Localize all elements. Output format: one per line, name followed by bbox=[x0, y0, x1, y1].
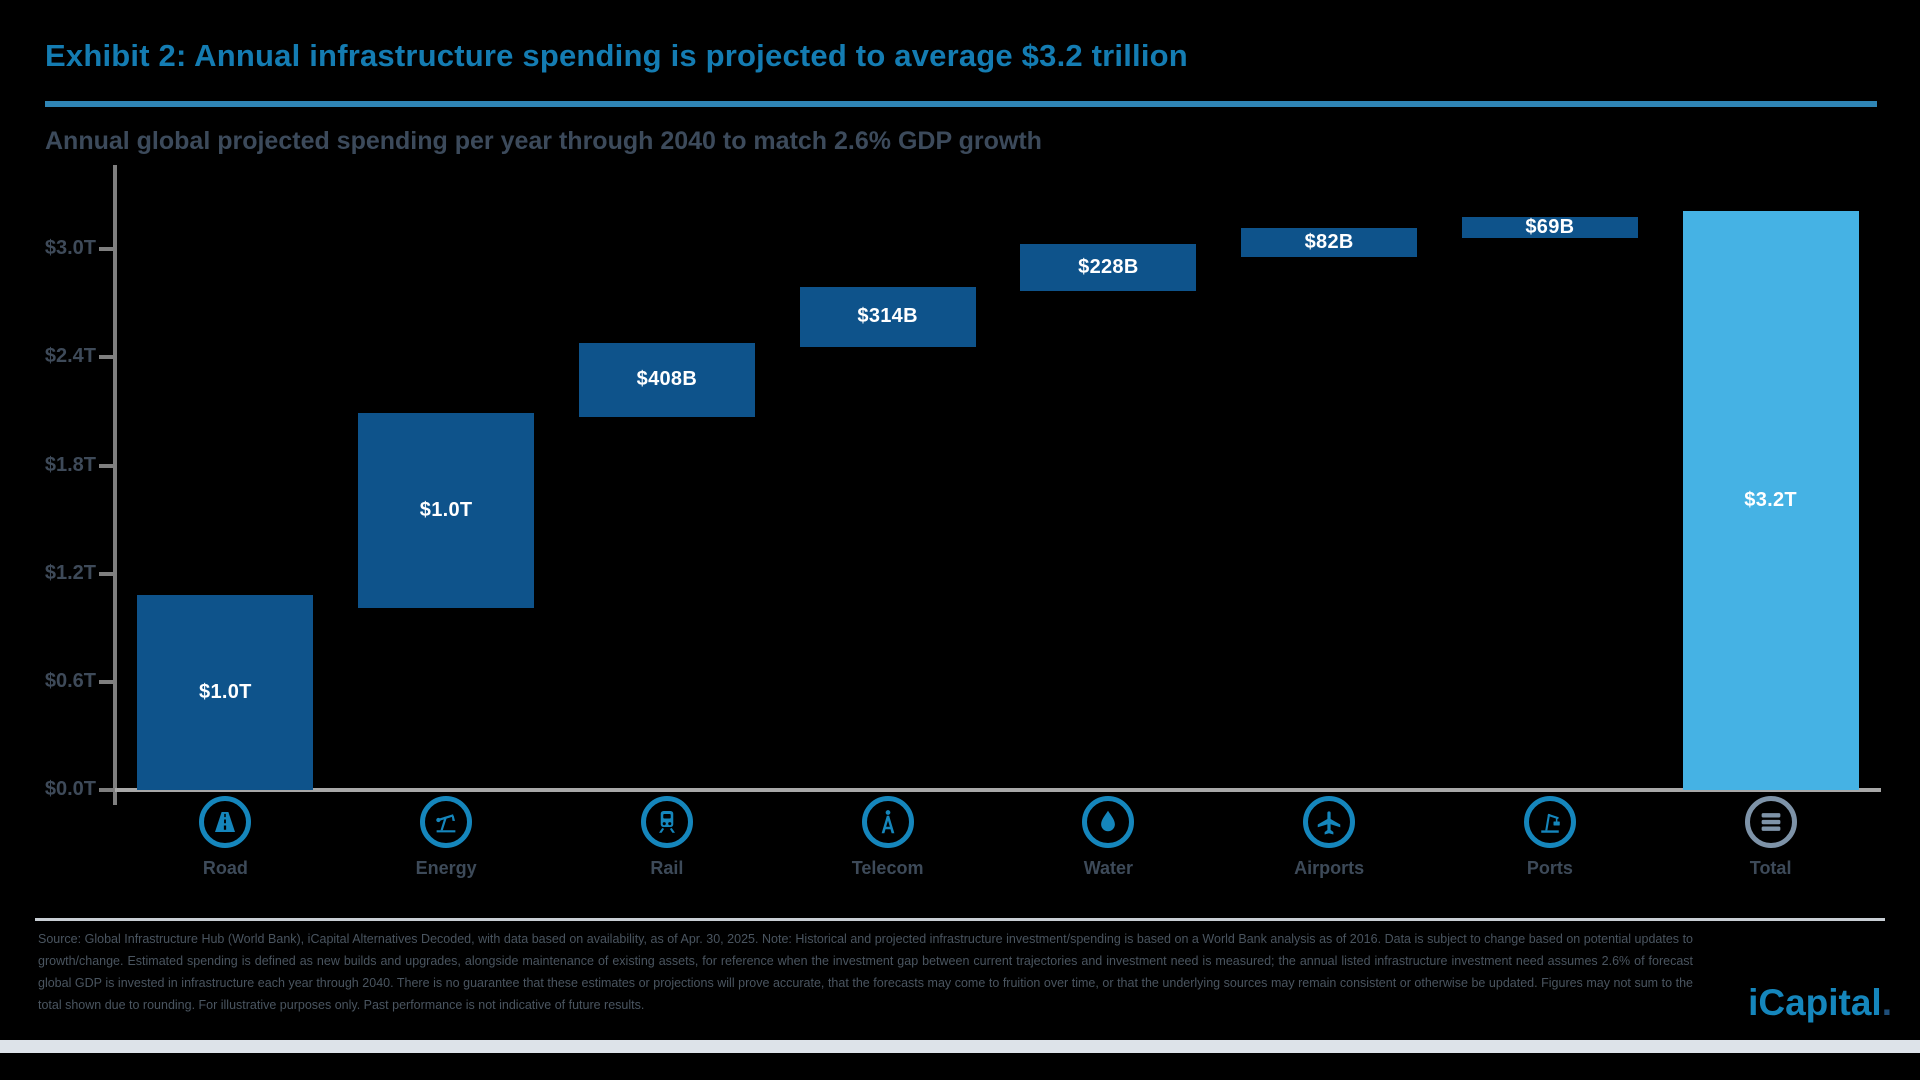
telecom-tower-icon bbox=[861, 796, 914, 848]
y-axis-tick-label: $2.4T bbox=[44, 345, 96, 368]
logo-text: iCapital bbox=[1748, 982, 1882, 1023]
category-label-telecom: Telecom bbox=[851, 858, 924, 878]
bar-value-label: $3.2T bbox=[1744, 489, 1797, 512]
category-label-energy: Energy bbox=[415, 858, 477, 878]
page-title: Exhibit 2: Annual infrastructure spendin… bbox=[45, 38, 1188, 73]
footnote-divider bbox=[35, 918, 1885, 921]
total-icon bbox=[1744, 796, 1797, 848]
bar-total: $3.2T bbox=[1682, 211, 1859, 790]
logo-period: . bbox=[1881, 982, 1892, 1023]
y-axis-tick-label: $3.0T bbox=[44, 237, 96, 260]
y-axis-tick-label: $1.8T bbox=[44, 453, 96, 476]
y-axis-tick bbox=[99, 571, 115, 576]
y-axis-tick-label: $1.2T bbox=[44, 561, 96, 584]
bar-telecom: $314B bbox=[799, 287, 976, 347]
bar-value-label: $1.0T bbox=[419, 499, 473, 522]
category-label-airports: Airports bbox=[1294, 858, 1365, 878]
y-axis-tick bbox=[99, 247, 115, 252]
page-subtitle: Annual global projected spending per yea… bbox=[45, 127, 1042, 155]
bar-value-label: $314B bbox=[857, 305, 918, 328]
category-label-ports: Ports bbox=[1526, 858, 1573, 878]
bar-value-label: $69B bbox=[1525, 216, 1575, 239]
road-icon bbox=[199, 796, 252, 848]
icapital-logo: iCapital. bbox=[1748, 982, 1892, 1024]
title-underline bbox=[45, 101, 1877, 107]
y-axis-tick bbox=[99, 788, 115, 792]
bar-ports: $69B bbox=[1461, 216, 1638, 239]
bar-value-label: $1.0T bbox=[199, 681, 252, 704]
bar-energy: $1.0T bbox=[358, 413, 535, 608]
y-axis-tick bbox=[99, 463, 115, 468]
rail-icon bbox=[640, 796, 693, 848]
bar-airports: $82B bbox=[1241, 227, 1418, 257]
bar-value-label: $228B bbox=[1078, 255, 1139, 278]
bar-value-label: $82B bbox=[1304, 230, 1354, 253]
category-label-rail: Rail bbox=[650, 858, 684, 878]
category-label-water: Water bbox=[1083, 858, 1134, 878]
y-axis-tick-label: $0.0T bbox=[44, 778, 96, 800]
bar-water: $228B bbox=[1020, 243, 1197, 291]
y-axis-tick bbox=[99, 355, 115, 360]
footnote-text: Source: Global Infrastructure Hub (World… bbox=[38, 932, 1693, 1012]
category-label-total: Total bbox=[1749, 858, 1792, 878]
airplane-icon bbox=[1303, 796, 1356, 848]
energy-icon bbox=[420, 796, 473, 848]
y-axis-tick-label: $0.6T bbox=[44, 669, 96, 692]
y-axis-tick bbox=[99, 679, 115, 684]
x-axis-line bbox=[115, 788, 1881, 792]
bottom-strip bbox=[0, 1040, 1920, 1053]
bar-road: $1.0T bbox=[137, 595, 314, 790]
port-crane-icon bbox=[1523, 796, 1576, 848]
bar-rail: $408B bbox=[578, 343, 755, 417]
y-axis-line bbox=[113, 165, 117, 805]
bar-value-label: $408B bbox=[636, 368, 698, 391]
water-drop-icon bbox=[1082, 796, 1135, 848]
category-label-road: Road bbox=[202, 858, 248, 878]
